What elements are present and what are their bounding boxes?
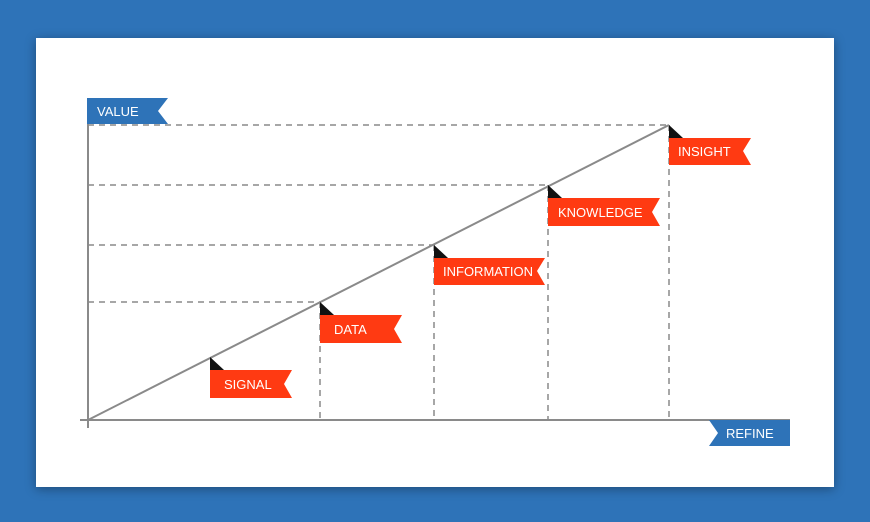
- stage-label-data: DATA: [334, 322, 367, 337]
- y-axis-label-flag: VALUE: [87, 98, 168, 124]
- flag-tip-knowledge: [548, 185, 562, 198]
- y-axis-label: VALUE: [97, 104, 139, 119]
- vertical-guides: [319, 125, 670, 420]
- stage-flag-signal: SIGNAL: [210, 357, 292, 398]
- stage-label-signal: SIGNAL: [224, 377, 272, 392]
- flag-tip-data: [320, 302, 334, 315]
- stage-label-information: INFORMATION: [443, 264, 533, 279]
- stage-flag-data: DATA: [320, 302, 402, 343]
- x-axis-label: REFINE: [726, 426, 774, 441]
- stage-flag-information: INFORMATION: [434, 245, 545, 285]
- x-axis-flag-shape: [709, 420, 790, 446]
- stage-label-insight: INSIGHT: [678, 144, 731, 159]
- x-axis-label-flag: REFINE: [709, 420, 790, 446]
- horizontal-guides: [88, 124, 669, 303]
- stage-label-knowledge: KNOWLEDGE: [558, 205, 643, 220]
- flag-body-information: [434, 258, 545, 285]
- stage-flag-knowledge: KNOWLEDGE: [548, 185, 660, 226]
- flag-body-signal: [210, 370, 292, 398]
- stage-flag-insight: INSIGHT: [669, 125, 751, 165]
- flag-body-data: [320, 315, 402, 343]
- flag-body-insight: [669, 138, 751, 165]
- y-axis-flag-shape: [87, 98, 168, 124]
- flag-tip-insight: [669, 125, 683, 138]
- flag-tip-information: [434, 245, 448, 258]
- growth-line: [87, 124, 670, 421]
- flag-body-knowledge: [548, 198, 660, 226]
- flag-tip-signal: [210, 357, 224, 370]
